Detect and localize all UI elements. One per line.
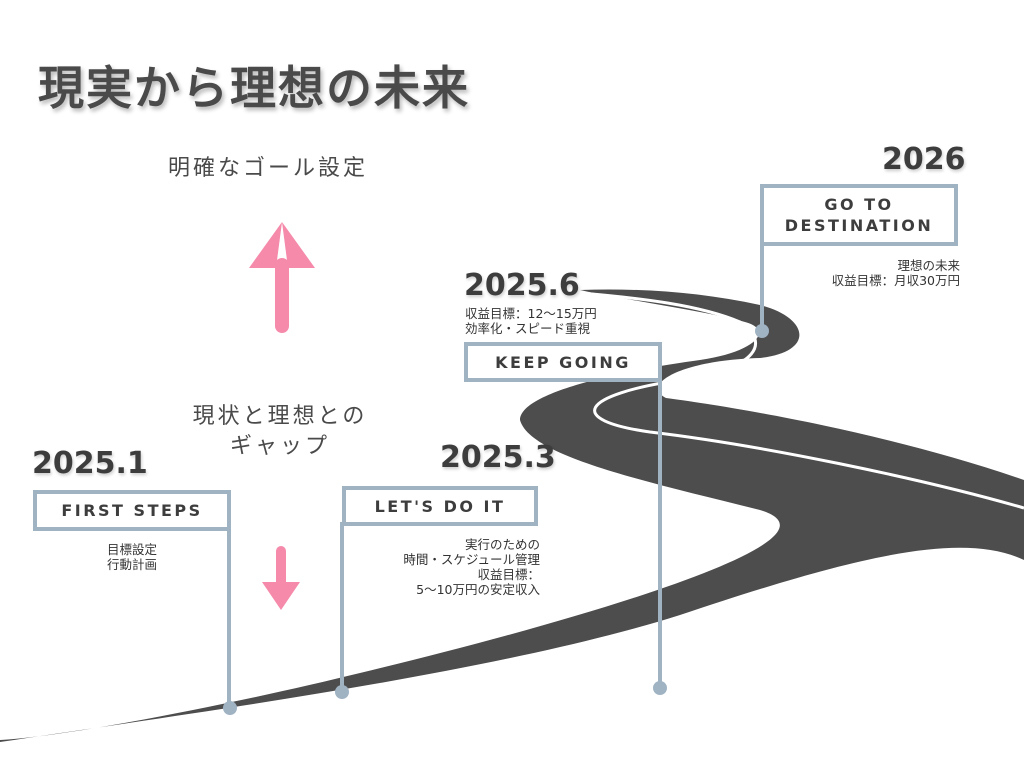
up-arrow-icon bbox=[249, 222, 315, 333]
note-line: 5〜10万円の安定収入 bbox=[416, 582, 540, 597]
milestone-label: LET'S DO IT bbox=[374, 496, 506, 516]
milestone-pole-2025-1 bbox=[223, 529, 237, 715]
milestone-label: FIRST STEPS bbox=[61, 501, 203, 520]
milestone-label: GO TO bbox=[824, 195, 894, 214]
milestone-notes-2025-1: 目標設定 行動計画 bbox=[82, 542, 182, 572]
note-line: 実行のための bbox=[464, 537, 540, 552]
milestone-notes-2026: 理想の未来 収益目標：月収30万円 bbox=[790, 258, 960, 288]
gap-label: 現状と理想との ギャップ bbox=[170, 402, 390, 462]
note-line: 行動計画 bbox=[106, 557, 157, 572]
note-line: 収益目標： bbox=[477, 567, 540, 582]
note-line: 時間・スケジュール管理 bbox=[403, 552, 540, 567]
down-arrow-icon bbox=[262, 546, 300, 610]
milestone-year-2025-6: 2025.6 bbox=[464, 268, 580, 303]
milestone-year-2025-3: 2025.3 bbox=[440, 440, 556, 475]
road-edge-line bbox=[0, 712, 421, 768]
gap-label-line: ギャップ bbox=[229, 434, 330, 459]
milestone-sign-go-to-destination: GO TO DESTINATION bbox=[760, 184, 958, 246]
milestone-year-2026: 2026 bbox=[882, 142, 966, 177]
road bbox=[0, 289, 1024, 742]
page-title: 現実から理想の未来 bbox=[38, 61, 470, 115]
gap-label-line: 現状と理想との bbox=[192, 404, 368, 429]
milestone-sign-lets-do-it: LET'S DO IT bbox=[342, 486, 538, 526]
note-line: 収益目標：12〜15万円 bbox=[465, 306, 597, 321]
milestone-pole-2025-6 bbox=[653, 380, 667, 695]
milestone-label: KEEP GOING bbox=[495, 352, 631, 372]
milestone-sign-keep-going: KEEP GOING bbox=[464, 342, 662, 382]
goal-label: 明確なゴール設定 bbox=[168, 156, 369, 181]
milestone-pole-2025-3 bbox=[335, 522, 349, 699]
note-line: 目標設定 bbox=[106, 542, 157, 557]
note-line: 効率化・スピード重視 bbox=[465, 321, 591, 336]
milestone-sign-first-steps: FIRST STEPS bbox=[33, 490, 231, 531]
milestone-label: DESTINATION bbox=[784, 216, 934, 235]
note-line: 理想の未来 bbox=[897, 258, 960, 273]
milestone-pole-2026 bbox=[755, 244, 769, 338]
milestone-notes-2025-6: 収益目標：12〜15万円 効率化・スピード重視 bbox=[465, 306, 625, 336]
road-lane-line bbox=[579, 291, 1024, 510]
milestone-year-2025-1: 2025.1 bbox=[32, 446, 148, 481]
milestone-notes-2025-3: 実行のための 時間・スケジュール管理 収益目標： 5〜10万円の安定収入 bbox=[350, 537, 540, 597]
note-line: 収益目標：月収30万円 bbox=[831, 273, 960, 288]
